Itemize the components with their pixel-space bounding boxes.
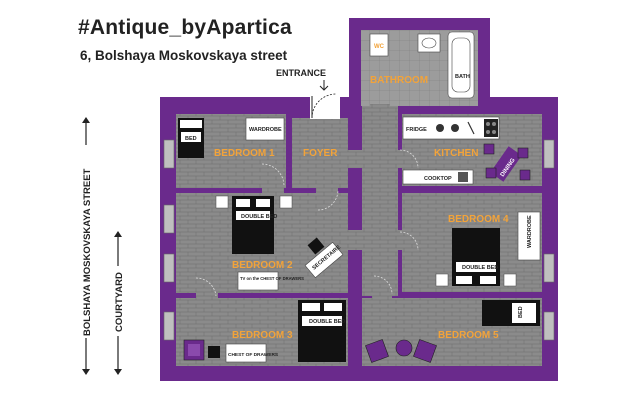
foyer-floor [292,118,348,188]
entrance-arrow-icon [319,80,329,91]
wardrobe-bedroom1 [245,117,285,141]
wc-fixture [369,33,389,57]
courtyard-indicator: COURTYARD [114,231,125,375]
room-label-bedroom2: BEDROOM 2 [232,260,293,271]
wc-label: WC [374,44,385,50]
double-bed-label: DOUBLE BED [462,265,498,271]
bathtub [447,31,475,99]
dining-table [490,146,522,182]
chest-of-drawers-label: CHEST OF DRAWERS [228,352,279,358]
street-side-indicator: BOLSHAYA MOSKOVSKAYA STREET [82,117,93,375]
wardrobe-bedroom4 [517,211,541,261]
armchairs-bedroom5 [365,339,437,363]
room-label-foyer: FOYER [303,148,338,159]
bed-label: BED [185,136,197,142]
room-label-kitchen: KITCHEN [434,148,478,159]
bath-label: BATH [455,74,470,80]
entrance-opening [310,97,340,119]
courtyard-label: COURTYARD [114,272,125,332]
tv-chest [237,271,279,291]
tv-chest-label: TV on the CHEST OF DRAWERS [240,276,304,281]
double-bed-label: DOUBLE BED [241,214,277,220]
wardrobe-label: WARDROBE [249,127,282,133]
cooktop-label: COOKTOP [424,176,452,182]
bed-label: BED [518,306,524,318]
wardrobe-label: WARDROBE [527,215,533,248]
room-label-bedroom1: BEDROOM 1 [214,148,275,159]
listing-title: #Antique_byApartica [78,16,292,39]
sink [417,33,441,53]
double-bed-label: DOUBLE BED [309,319,345,325]
secretaire [304,241,344,279]
corridor-floor [362,106,398,296]
chest-of-drawers-bedroom3 [225,343,267,363]
hob [484,119,498,137]
room-label-bathroom: BATHROOM [370,75,428,86]
cooktop-counter [402,169,474,185]
room-label-bedroom4: BEDROOM 4 [448,214,509,225]
street-label: BOLSHAYA MOSKOVSKAYA STREET [82,168,93,336]
room-label-bedroom5: BEDROOM 5 [438,330,499,341]
fridge-label: FRIDGE [406,127,427,133]
entrance-label: ENTRANCE [276,68,326,78]
room-label-bedroom3: BEDROOM 3 [232,330,293,341]
windows-east [543,139,555,341]
windows-west [163,139,175,341]
address-line: 6, Bolshaya Moskovskaya street [80,48,288,63]
